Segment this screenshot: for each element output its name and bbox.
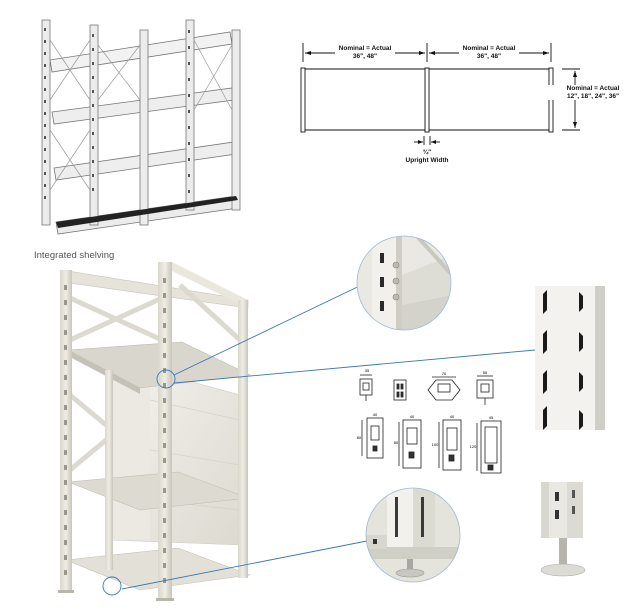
plate-2-width: 40 xyxy=(409,414,415,419)
upright-width-label: Upright Width xyxy=(405,157,449,164)
plate-1-width: 40 xyxy=(372,412,378,417)
profile-4-dim: 55 xyxy=(482,370,488,375)
upright-width-value: ¾" xyxy=(422,149,432,156)
plate-3-height: 100 xyxy=(431,442,439,447)
plate-3-width: 40 xyxy=(449,414,455,419)
adjustable-foot-photo xyxy=(533,482,595,582)
profile-1-dim: 35 xyxy=(364,368,370,373)
zoom-connection-detail xyxy=(356,235,452,331)
nominal-width-right-label: Nominal = Actual 36", 48" xyxy=(459,45,519,60)
plate-4-width: 45 xyxy=(488,415,494,420)
plate-4-height: 120 xyxy=(469,444,477,449)
plate-1-height: 80 xyxy=(356,435,362,440)
zoom-foot-detail xyxy=(365,487,461,583)
upright-slot-closeup xyxy=(535,286,605,430)
callout-circle-bottom xyxy=(102,576,122,596)
profile-3-dim: 70 xyxy=(441,371,447,376)
nominal-depth-label: Nominal = Actual 12", 18", 24", 36" xyxy=(548,85,638,100)
callout-circle-top xyxy=(156,369,176,389)
plate-2-height: 80 xyxy=(393,440,399,445)
section-title: Integrated shelving xyxy=(34,250,115,261)
nominal-width-left-label: Nominal = Actual 36", 48" xyxy=(335,45,395,60)
